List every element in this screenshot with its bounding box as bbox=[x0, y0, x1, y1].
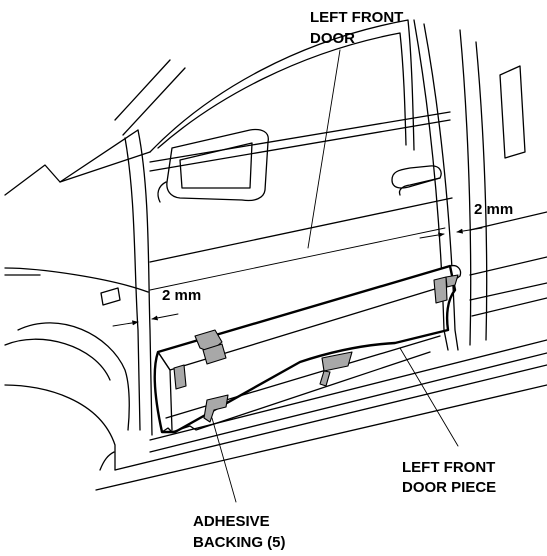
label-adhesive-line2: BACKING (5) bbox=[193, 534, 286, 551]
label-gap-rear: 2 mm bbox=[474, 201, 513, 218]
label-left-front-door-line1: LEFT FRONT bbox=[310, 9, 403, 26]
label-door-piece-line1: LEFT FRONT bbox=[402, 459, 495, 476]
car-body bbox=[4, 29, 547, 491]
label-door-piece-line2: DOOR PIECE bbox=[402, 479, 496, 496]
leader-lines bbox=[211, 49, 459, 503]
label-adhesive-line1: ADHESIVE bbox=[193, 513, 270, 530]
label-left-front-door-line2: DOOR bbox=[310, 30, 355, 47]
left-front-door bbox=[149, 19, 459, 351]
gap-dimension-rear bbox=[419, 227, 483, 239]
adhesive-tape-5 bbox=[203, 394, 229, 423]
gap-dimension-front bbox=[112, 313, 179, 327]
adhesive-tape-6 bbox=[433, 274, 459, 304]
leader-adhesive-backing bbox=[211, 417, 237, 503]
adhesive-tape-4 bbox=[319, 351, 353, 387]
adhesive-tape-3 bbox=[173, 364, 187, 390]
adhesive-tape-2 bbox=[202, 343, 227, 365]
adhesive-backing-tapes bbox=[173, 274, 459, 423]
leader-left-front-door bbox=[307, 49, 341, 249]
leader-door-piece bbox=[399, 347, 459, 447]
label-gap-front: 2 mm bbox=[162, 287, 201, 304]
